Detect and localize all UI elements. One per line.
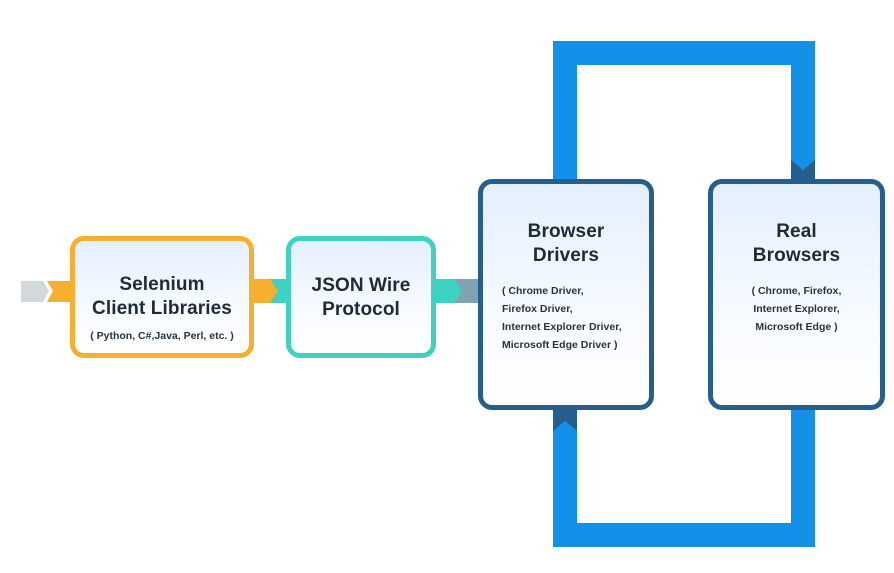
browsers-list-line-3: Microsoft Edge ) — [755, 321, 838, 333]
json-title-line-1: JSON Wire — [311, 275, 411, 296]
drivers-list-line-1: ( Chrome Driver, — [502, 285, 584, 297]
arrow-json-to-drivers-tip — [454, 279, 481, 303]
arrow-json-to-drivers — [434, 279, 464, 303]
selenium-client-libraries-box: Selenium Client Libraries ( Python, C#,J… — [70, 236, 254, 358]
browser-drivers-box: Browser Drivers ( Chrome Driver, Firefox… — [478, 179, 654, 410]
real-browsers-box: Real Browsers ( Chrome, Firefox, Interne… — [708, 179, 885, 410]
drivers-title: Browser Drivers — [483, 220, 649, 268]
loop-arrowhead-into-real-browsers — [791, 160, 815, 181]
drivers-title-line-1: Browser — [527, 221, 605, 242]
browsers-title-line-1: Real — [776, 221, 817, 242]
browsers-list-line-2: Internet Explorer, — [753, 303, 840, 315]
drivers-list-line-4: Microsoft Edge Driver ) — [502, 339, 618, 351]
drivers-list: ( Chrome Driver, Firefox Driver, Interne… — [483, 282, 649, 354]
json-title: JSON Wire Protocol — [291, 274, 431, 322]
loop-bottom-horizontal — [553, 523, 815, 547]
browsers-list-line-1: ( Chrome, Firefox, — [751, 285, 842, 297]
entry-arrow-tail — [21, 281, 49, 302]
selenium-languages: ( Python, C#,Java, Perl, etc. ) — [75, 327, 249, 345]
entry-arrow-into-selenium — [47, 281, 72, 302]
loop-top-horizontal — [553, 41, 815, 65]
loop-arrowhead-into-browser-drivers — [553, 409, 577, 431]
loop-bottom-right-vertical — [791, 408, 815, 547]
browsers-title: Real Browsers — [713, 220, 880, 268]
drivers-list-line-2: Firefox Driver, — [502, 303, 573, 315]
selenium-title-line-2: Client Libraries — [92, 298, 232, 319]
arrow-selenium-to-json — [252, 279, 280, 303]
browsers-title-line-2: Browsers — [752, 245, 841, 266]
drivers-list-line-3: Internet Explorer Driver, — [502, 321, 622, 333]
loop-top-right-vertical — [791, 41, 815, 181]
json-title-line-2: Protocol — [322, 299, 400, 320]
arrow-selenium-to-json-tip — [270, 279, 289, 303]
selenium-title: Selenium Client Libraries — [75, 273, 249, 321]
drivers-title-line-2: Drivers — [532, 245, 600, 266]
json-wire-protocol-box: JSON Wire Protocol — [286, 236, 436, 358]
selenium-title-line-1: Selenium — [119, 274, 205, 295]
selenium-languages-line-1: ( Python, C#,Java, Perl, etc. ) — [90, 330, 234, 342]
browsers-list: ( Chrome, Firefox, Internet Explorer, Mi… — [713, 282, 880, 336]
